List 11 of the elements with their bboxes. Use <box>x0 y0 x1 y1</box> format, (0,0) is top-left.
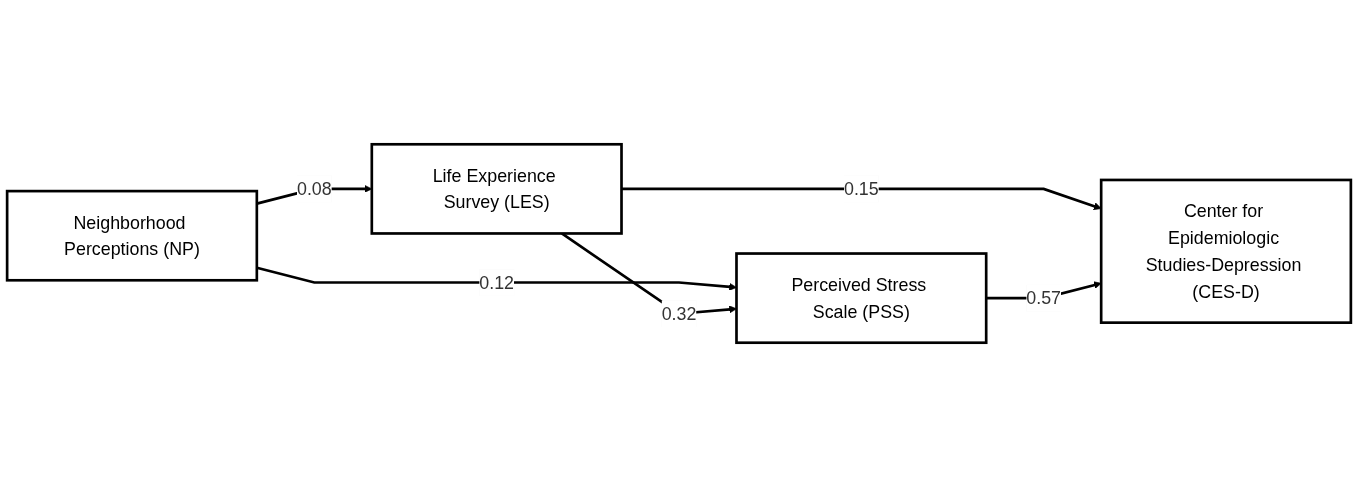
arrow <box>621 187 1102 210</box>
edge-label: 0.57 <box>1026 288 1062 308</box>
node-box: Perceived Stress Scale (PSS) <box>735 252 988 345</box>
node-box: Neighborhood Perceptions (NP) <box>5 189 259 282</box>
edge-label: 0.12 <box>479 272 515 293</box>
edge-label: 0.32 <box>661 303 697 324</box>
node-box: Center for Epidemiologic Studies-Depression (CES-D) <box>1099 178 1353 324</box>
edge-label: 0.08 <box>296 179 332 199</box>
edge-label: 0.15 <box>843 179 879 199</box>
node-box: Life Experience Survey (LES) <box>370 142 623 235</box>
arrow <box>256 266 737 291</box>
